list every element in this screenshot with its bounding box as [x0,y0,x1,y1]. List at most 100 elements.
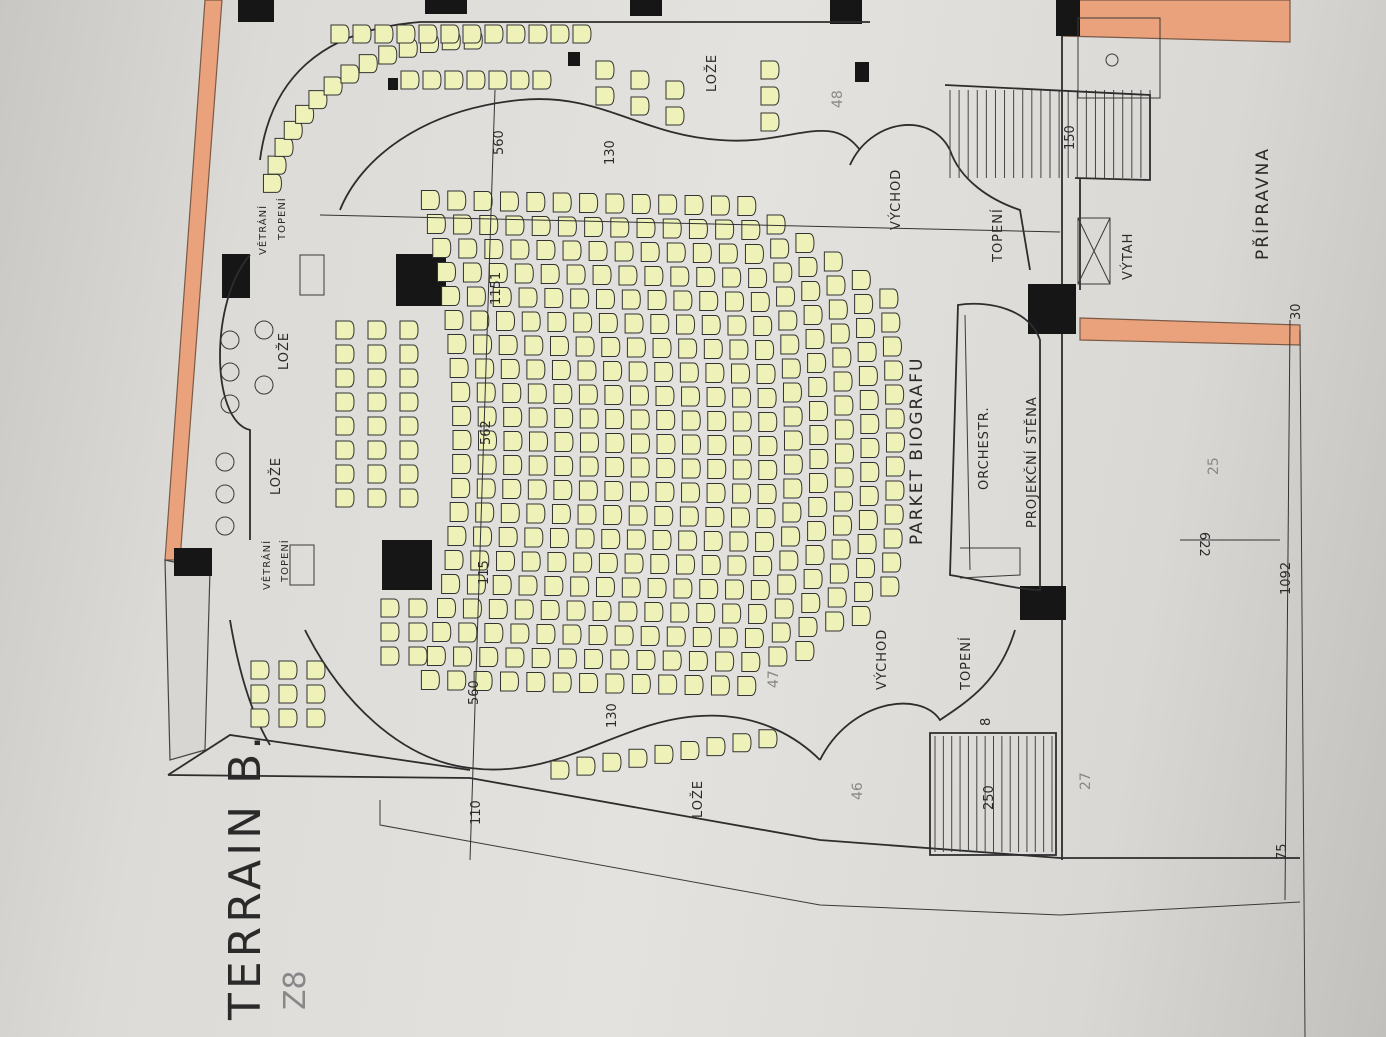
seat [654,506,674,526]
seat [604,385,624,405]
projection-wall-label: PROJEKČNÍ STĚNA [1024,396,1040,528]
seat [884,504,904,525]
seat [524,527,544,548]
seat [666,626,686,647]
seat [809,449,829,469]
seat [883,528,903,549]
seat [753,556,773,576]
seat [707,435,727,455]
box-door-2 [289,544,315,586]
pillar-11 [1020,586,1066,620]
dimension-numbers: 560 560 130 130 562 115 1151 110 250 150… [467,125,1304,860]
seat [605,409,625,429]
seat [437,262,457,282]
pencil-numbers: 47 48 46 25 27 [766,90,1222,800]
seat [832,347,852,368]
pencil-27: 27 [1078,772,1094,790]
seat [692,243,712,263]
labels: TERRAIN B. PARKET BIOGRAFU ORCHESTR. PRO… [220,54,1273,1021]
seat [477,406,497,427]
seat [678,338,698,359]
seat [662,218,682,239]
seat [732,733,752,753]
stairs-bottom [934,736,1053,852]
seat [550,760,570,780]
seat [766,214,786,235]
seat [773,262,793,283]
seat [701,315,721,335]
seat [505,215,525,236]
seat [662,650,682,671]
seat [529,431,549,452]
seat [655,386,675,406]
outline-lower [379,800,1301,916]
seat [367,488,387,508]
seat [475,502,495,523]
seat [367,440,387,460]
seat [500,671,520,692]
seat [306,684,326,704]
dim-250: 250 [982,785,997,810]
seat [452,406,472,426]
seat [854,294,874,314]
seat [610,217,630,238]
seat [598,553,618,573]
seat [521,311,541,332]
seat [449,358,469,378]
seat [518,287,538,308]
seat [250,660,270,680]
seat [727,315,747,336]
seat [758,436,778,456]
seat [476,382,496,403]
seat [744,628,764,648]
seat [631,674,651,694]
dim-560-top: 560 [492,130,507,155]
seat [729,339,749,360]
seat [367,320,387,340]
seat [458,238,478,259]
seat [278,684,298,704]
seat [644,266,664,286]
seats-main [335,190,905,696]
seat [809,401,829,421]
seat [570,576,590,597]
seat [701,555,721,575]
seat [626,529,646,550]
seat [250,684,270,704]
seat [420,190,440,210]
seat [595,86,615,106]
seat [447,334,467,354]
seat [335,344,355,364]
seat [774,598,794,619]
seat [570,288,590,309]
seat [399,488,419,508]
spiral-stair-core [1105,53,1119,67]
seat [557,216,577,237]
seat [524,335,544,356]
seat [576,756,596,776]
exit-bottom-label: VÝCHOD [874,629,890,690]
seat [592,265,612,285]
seat [453,646,473,667]
seat [652,338,672,358]
balcony-bottom-curve [229,619,271,746]
seat [526,503,546,524]
seat [505,647,525,668]
dim-75: 75 [1275,843,1290,860]
seat [715,651,735,672]
seat [783,430,803,451]
seat [540,264,560,284]
seat [808,377,828,397]
seat [408,598,428,618]
seat [449,502,469,522]
seat [880,576,900,597]
seat [828,299,848,320]
orchestra-inner-line [964,314,971,571]
stage-area [949,302,1041,591]
pencil-47: 47 [766,670,782,688]
seat [692,627,712,647]
seat [884,360,904,381]
seat [809,425,829,445]
seat [528,455,548,476]
seat [566,264,586,285]
